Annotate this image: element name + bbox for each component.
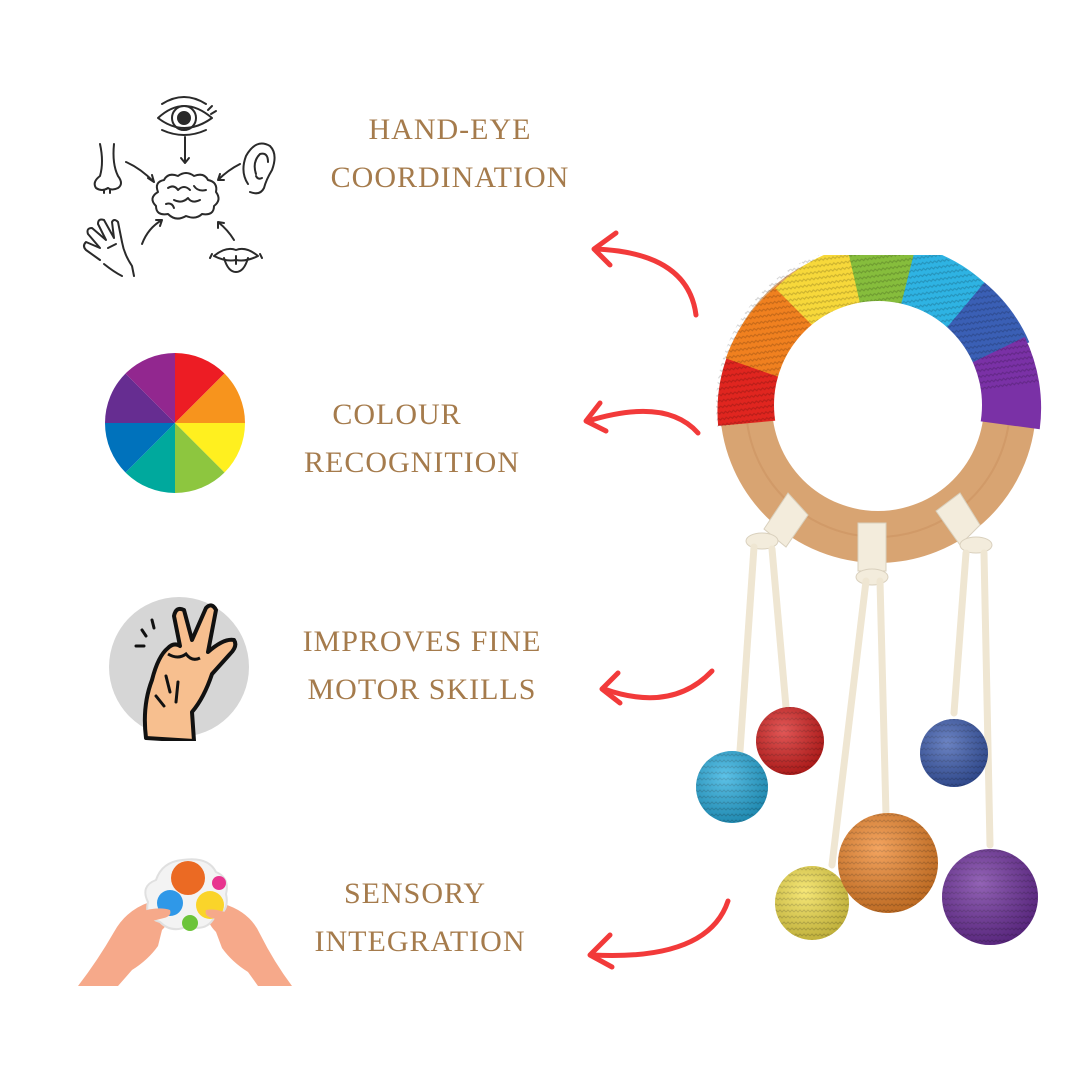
benefit-line-1: HAND-EYE xyxy=(368,113,532,146)
blue-ball xyxy=(696,751,768,823)
benefit-label-hand-eye: HAND-EYE COORDINATION xyxy=(300,106,600,202)
rainbow-teething-ring-product-image xyxy=(690,255,1070,955)
purple-ball xyxy=(942,849,1038,945)
red-ball xyxy=(756,707,824,775)
hanging-cords xyxy=(736,543,994,869)
orange-ball xyxy=(838,813,938,913)
hand-gesture-icon xyxy=(108,596,250,741)
color-wheel-icon xyxy=(105,353,245,493)
mouth-icon xyxy=(209,247,263,273)
five-senses-brain-icon xyxy=(78,92,290,282)
benefit-line-2: MOTOR SKILLS xyxy=(307,673,537,706)
benefit-line-1: COLOUR xyxy=(332,398,462,431)
nose-icon xyxy=(93,143,122,194)
benefit-label-colour: COLOUR RECOGNITION xyxy=(262,391,562,487)
brain-icon xyxy=(151,172,220,220)
benefit-label-fine-motor: IMPROVES FINE MOTOR SKILLS xyxy=(272,618,572,714)
benefit-line-1: SENSORY xyxy=(343,877,487,910)
arrow-to-fine-motor-icon xyxy=(592,665,722,715)
benefit-label-sensory: SENSORY INTEGRATION xyxy=(270,870,570,966)
yellow-ball xyxy=(775,866,849,940)
arrow-to-sensory-icon xyxy=(578,895,738,975)
benefit-line-1: IMPROVES FINE xyxy=(302,625,542,658)
eye-icon xyxy=(157,96,217,136)
cord-loops xyxy=(745,492,993,586)
benefit-line-2: RECOGNITION xyxy=(304,446,520,479)
arrow-to-hand-eye-icon xyxy=(580,225,710,325)
hand-icon xyxy=(83,218,135,277)
benefit-line-2: COORDINATION xyxy=(330,161,570,194)
benefit-line-2: INTEGRATION xyxy=(314,925,526,958)
crochet-balls xyxy=(696,707,1038,945)
arrow-to-colour-icon xyxy=(576,395,706,445)
navy-ball xyxy=(920,719,988,787)
ear-icon xyxy=(242,142,276,195)
pop-it-fidget-toy-icon xyxy=(78,850,292,990)
